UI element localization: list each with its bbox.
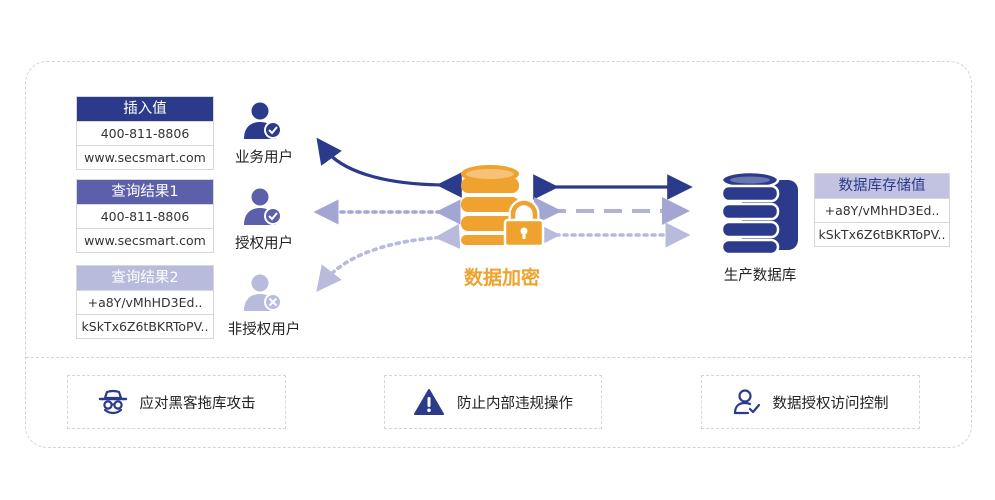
unauthorized-user: 非授权用户 [219,273,309,339]
db-stored-value-row: +a8Y/vMhHD3Ed.. [815,198,949,222]
user-check-icon [733,389,760,415]
encryption-label: 数据加密 [463,267,540,289]
unauthorized-user-label: 非授权用户 [227,322,301,338]
query-result-1-table: 查询结果1 400-811-8806 www.secsmart.com [76,179,214,253]
feature-hacker-defense-label: 应对黑客拖库攻击 [139,395,256,412]
production-db-label: 生产数据库 [723,268,797,284]
encryption-database-icon [461,165,519,245]
lock-icon [503,198,545,248]
feature-authorized-access-label: 数据授权访问控制 [772,395,889,412]
authorized-user-label: 授权用户 [235,236,293,252]
query-result-1-header: 查询结果1 [77,180,213,204]
unauthorized-flow-arrow [316,223,461,292]
diagram-frame [25,61,972,448]
db-stored-value-header: 数据库存储值 [815,174,949,198]
query-result-2-table: 查询结果2 +a8Y/vMhHD3Ed.. kSkTx6Z6tBKRToPV.. [76,265,214,339]
db-stored-value-table: 数据库存储值 +a8Y/vMhHD3Ed.. kSkTx6Z6tBKRToPV.… [814,173,950,247]
query-result-1-row: 400-811-8806 [77,204,213,228]
feature-authorized-access: 数据授权访问控制 [701,375,920,429]
feature-internal-violation-label: 防止内部违规操作 [457,395,573,412]
feature-hacker-defense: 应对黑客拖库攻击 [67,375,286,429]
query-result-1-row: www.secsmart.com [77,228,213,252]
feature-internal-violation: 防止内部违规操作 [384,375,602,429]
insert-value-row: 400-811-8806 [77,121,213,145]
unauthorized-user-icon [244,274,282,311]
production-database-icon [720,170,798,256]
insert-value-table: 插入值 400-811-8806 www.secsmart.com [76,96,214,170]
db-stored-value-row: kSkTx6Z6tBKRToPV.. [815,222,949,246]
insert-value-header: 插入值 [77,97,213,121]
business-user: 业务用户 [219,101,309,167]
query-result-2-row: kSkTx6Z6tBKRToPV.. [77,314,213,338]
query-result-2-row: +a8Y/vMhHD3Ed.. [77,290,213,314]
warning-icon [414,389,444,415]
authorized-user: 授权用户 [219,187,309,253]
business-user-label: 业务用户 [235,150,293,166]
business-flow-arrow [316,137,462,198]
query-result-2-header: 查询结果2 [77,266,213,290]
business-user-icon [244,102,282,139]
insert-value-row: www.secsmart.com [77,145,213,169]
authorized-user-icon [244,188,282,225]
section-divider [26,357,971,358]
hacker-icon [98,389,127,415]
